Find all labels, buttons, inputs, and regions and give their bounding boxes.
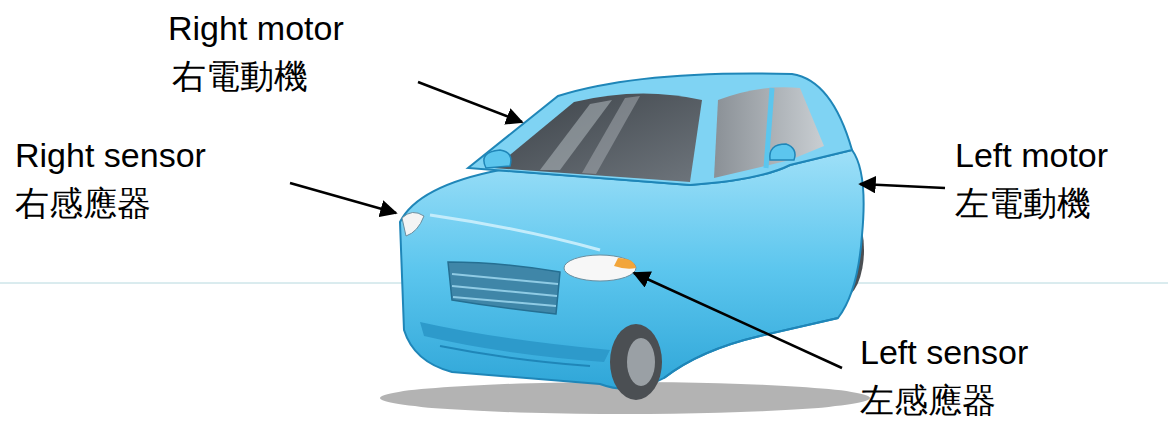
part-label: 左電動機	[955, 183, 1091, 224]
front-wheel	[610, 324, 662, 400]
car	[380, 73, 870, 414]
part-label: 左感應器	[860, 380, 996, 421]
part-label: 右感應器	[15, 183, 151, 224]
leader-arrows	[290, 82, 945, 368]
mirror	[770, 144, 795, 160]
headlight	[402, 212, 424, 236]
headlight	[564, 255, 636, 281]
bumper-line	[440, 346, 590, 366]
part-label: Left motor	[955, 135, 1108, 176]
leader-arrow	[290, 183, 396, 213]
bumper	[420, 322, 610, 362]
part-label: Right sensor	[15, 135, 206, 176]
part-label: Left sensor	[860, 332, 1028, 373]
leader-arrow	[634, 273, 842, 368]
part-label: Right motor	[168, 8, 344, 49]
part-label: 右電動機	[172, 56, 308, 97]
windshield-glare	[582, 96, 640, 174]
car-cabin	[468, 73, 852, 185]
grille	[448, 262, 560, 314]
mirror	[484, 150, 511, 168]
grille-bars	[452, 274, 558, 306]
front-hub	[627, 338, 655, 386]
leader-arrow	[860, 184, 945, 188]
windshield	[494, 93, 702, 182]
side-window	[714, 87, 824, 178]
car-body	[400, 150, 864, 389]
indicator-light	[614, 258, 636, 269]
hood-line	[430, 215, 600, 250]
leader-arrow	[418, 82, 522, 122]
